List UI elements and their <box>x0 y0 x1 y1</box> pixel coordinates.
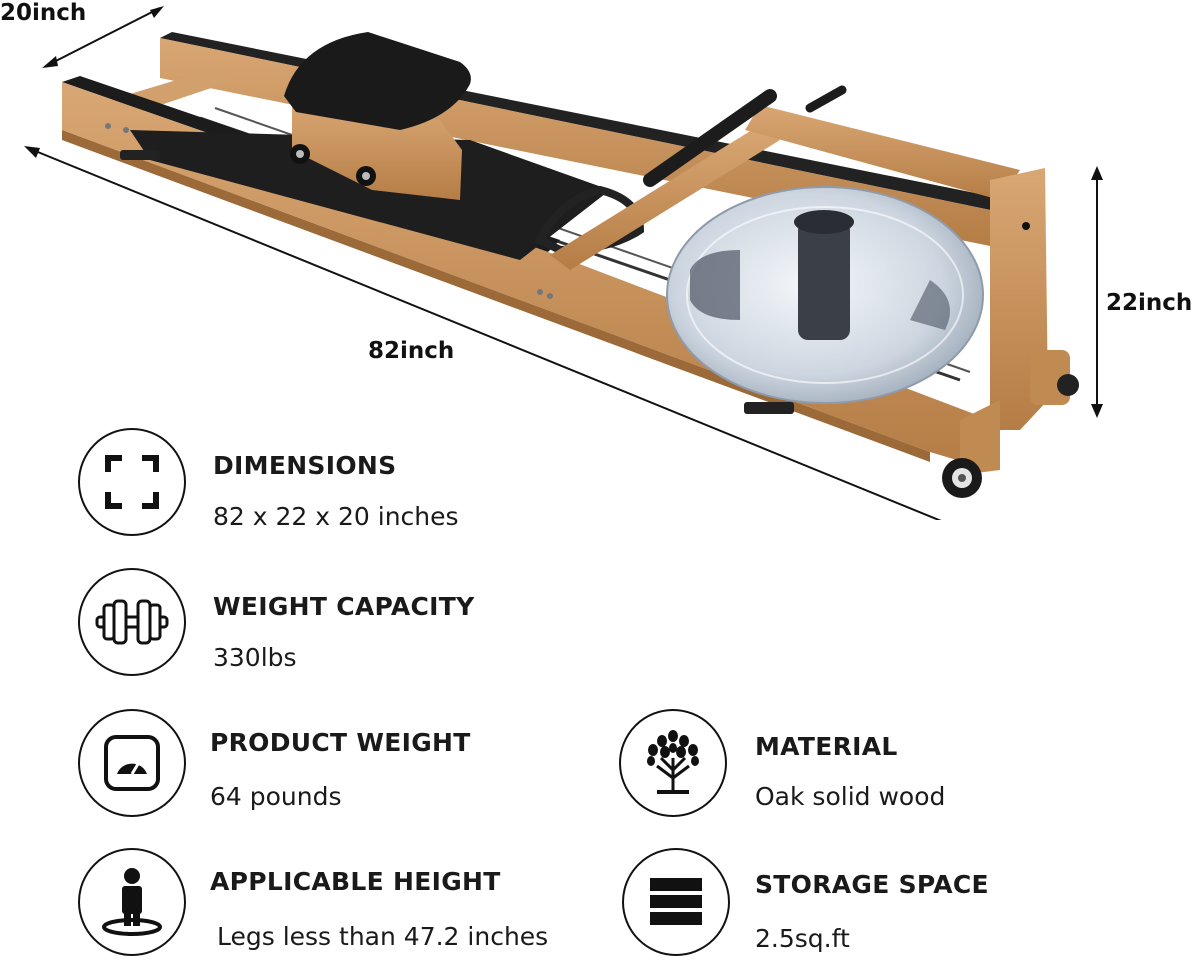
depth-arrow <box>42 6 164 68</box>
water-tank <box>666 186 984 404</box>
rear-frame <box>960 168 1079 475</box>
floor-foot <box>120 150 160 160</box>
height-arrow <box>1091 166 1103 418</box>
dimensions-value: 82 x 22 x 20 inches <box>213 502 459 531</box>
weight-capacity-value: 330lbs <box>213 643 297 672</box>
applicable-height-title: APPLICABLE HEIGHT <box>210 867 501 896</box>
top-frame <box>745 105 1020 200</box>
dimensions-title: DIMENSIONS <box>213 451 397 480</box>
applicable-height-icon-circle <box>78 848 186 956</box>
handle-bar <box>643 85 847 187</box>
scale-icon <box>104 735 160 791</box>
front-wheel <box>942 458 982 498</box>
slide-rail <box>130 130 610 260</box>
front-frame-arm <box>550 125 780 270</box>
seat <box>284 32 471 200</box>
product-weight-value: 64 pounds <box>210 782 342 811</box>
rowing-machine-illustration <box>24 6 1103 520</box>
weight-capacity-icon-circle <box>78 568 186 676</box>
height-label: 22inch <box>1106 290 1193 316</box>
storage-space-title: STORAGE SPACE <box>755 870 989 899</box>
depth-label: 20inch <box>0 0 87 26</box>
product-weight-icon-circle <box>78 709 186 817</box>
storage-stack-icon <box>650 878 702 925</box>
applicable-height-value: Legs less than 47.2 inches <box>217 922 549 951</box>
storage-space-value: 2.5sq.ft <box>755 924 850 953</box>
length-label: 82inch <box>368 338 455 364</box>
floor-foot <box>744 402 794 414</box>
dumbbell-icon <box>95 599 169 645</box>
product-weight-title: PRODUCT WEIGHT <box>210 728 471 757</box>
material-value: Oak solid wood <box>755 782 946 811</box>
expand-frame-icon <box>105 455 159 509</box>
length-arrow <box>24 146 942 520</box>
material-title: MATERIAL <box>755 732 898 761</box>
dimensions-icon-circle <box>78 428 186 536</box>
weight-capacity-title: WEIGHT CAPACITY <box>213 592 475 621</box>
tree-icon <box>647 730 699 794</box>
person-icon <box>102 868 162 936</box>
material-icon-circle <box>619 709 727 817</box>
storage-space-icon-circle <box>622 848 730 956</box>
